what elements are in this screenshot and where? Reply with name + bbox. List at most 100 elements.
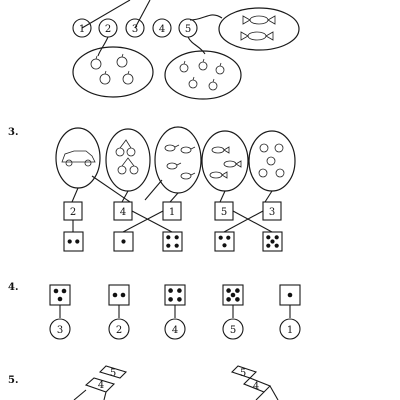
- number-stair-right: 5 4: [230, 365, 279, 400]
- dice-face-icon: [222, 284, 244, 306]
- fish-icon: [211, 146, 230, 154]
- number-box: 4: [113, 201, 133, 221]
- number-circle-label: 3: [57, 325, 63, 336]
- connector-line: [134, 0, 151, 29]
- dice-pip: [75, 239, 80, 244]
- connector-line: [71, 187, 79, 203]
- bird-icon: [180, 172, 196, 180]
- connector-line: [122, 210, 164, 233]
- connector-line: [91, 175, 131, 203]
- number-circle: 1: [72, 18, 92, 38]
- number-circle-label: 1: [79, 24, 85, 35]
- number-circle: 1: [279, 318, 301, 340]
- number-circle: 3: [49, 318, 71, 340]
- dice-pip: [168, 297, 173, 302]
- number-box-label: 3: [269, 207, 275, 218]
- number-circle-label: 2: [105, 24, 111, 35]
- number-circle-label: 4: [159, 24, 165, 35]
- car-group-oval: [55, 127, 101, 189]
- dice-face-icon: [108, 284, 130, 306]
- dice-face-icon: [63, 231, 84, 252]
- number-circle: 2: [108, 318, 130, 340]
- number-box-label: 1: [169, 207, 175, 218]
- number-box: 2: [63, 201, 83, 221]
- candy-icon: [242, 15, 276, 25]
- connector-line: [131, 210, 173, 233]
- number-circle: 4: [152, 18, 172, 38]
- dice-pip: [287, 292, 293, 298]
- number-circle: 3: [125, 18, 145, 38]
- connector-line: [223, 210, 264, 233]
- apple-icon: [274, 143, 284, 153]
- stair-step-label: 4: [253, 381, 259, 392]
- connector-line: [187, 36, 206, 55]
- dice-pip: [235, 297, 240, 302]
- dice-pip: [218, 235, 223, 240]
- number-circle-label: 5: [185, 24, 191, 35]
- apple-group-oval: [164, 50, 242, 100]
- connector-line: [121, 190, 129, 203]
- car-icon: [61, 150, 96, 167]
- bird-icon: [166, 162, 182, 170]
- dice-pip: [270, 239, 275, 244]
- exercise-4-section: 4. 3 2 4 5 1: [8, 282, 301, 340]
- number-circle-label: 4: [172, 325, 178, 336]
- cherry-group-oval: [105, 128, 151, 192]
- connector-line: [232, 210, 273, 233]
- dice-pip: [274, 235, 279, 240]
- connector-line: [144, 179, 163, 201]
- apple-icon: [275, 168, 285, 178]
- stair-step-label: 5: [110, 368, 116, 379]
- number-circle: 5: [222, 318, 244, 340]
- dice-face-icon: [162, 231, 183, 252]
- dice-pip: [226, 297, 231, 302]
- cherry-icon: [115, 139, 136, 157]
- number-circle-label: 1: [287, 325, 293, 336]
- apple-icon: [258, 168, 268, 178]
- number-stair-left: 5 4: [73, 365, 128, 400]
- dice-pip: [177, 288, 182, 293]
- dice-pip: [266, 243, 271, 248]
- dice-pip: [168, 288, 173, 293]
- connector-line: [189, 14, 223, 21]
- apple-group-oval: [248, 130, 296, 192]
- dice-pip: [230, 292, 236, 298]
- dice-pip: [120, 292, 126, 298]
- dice-pip: [166, 235, 171, 240]
- dice-row: [63, 231, 283, 252]
- apple-icon: [259, 143, 269, 153]
- number-box: 1: [162, 201, 182, 221]
- dice-pip: [266, 235, 271, 240]
- exercise-number: 3.: [8, 127, 18, 138]
- apple-icon: [90, 55, 102, 70]
- exercise-number: 4.: [8, 282, 18, 293]
- connector-line: [169, 192, 179, 203]
- dice-pip: [53, 288, 59, 294]
- candy-icon: [240, 31, 274, 41]
- apple-icon: [179, 60, 189, 73]
- dice-pip: [226, 235, 231, 240]
- number-circle-label: 3: [132, 24, 138, 35]
- dice-face-icon: [262, 231, 283, 252]
- dice-pip: [222, 243, 227, 248]
- apple-icon: [116, 53, 128, 68]
- exercise-2-section: 1 2 3 4 5: [72, 0, 300, 100]
- connector-line: [264, 190, 273, 203]
- dice-face-icon: [113, 231, 134, 252]
- apple-icon: [266, 156, 276, 166]
- bird-group-oval: [154, 126, 202, 194]
- number-box: 5: [214, 201, 234, 221]
- exercise-5-section: 5. 5 4 5 4: [8, 365, 279, 400]
- stair-step-label: 5: [240, 368, 246, 379]
- apple-icon: [215, 62, 225, 75]
- bird-icon: [164, 144, 180, 152]
- number-circle: 4: [164, 318, 186, 340]
- dice-row: [49, 284, 301, 306]
- connector-line: [97, 36, 109, 57]
- apple-group-oval: [72, 46, 154, 98]
- dice-pip: [174, 235, 179, 240]
- apple-icon: [198, 58, 208, 71]
- dice-pip: [235, 288, 240, 293]
- dice-pip: [177, 297, 182, 302]
- apple-icon: [122, 70, 134, 85]
